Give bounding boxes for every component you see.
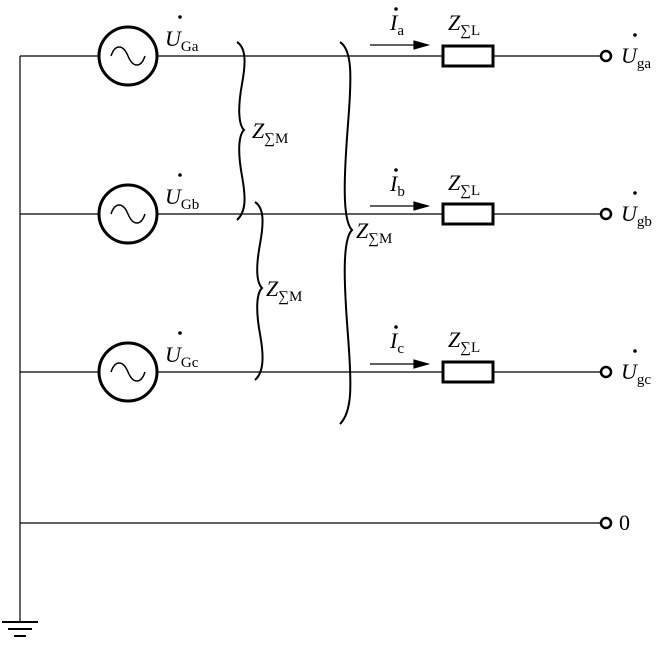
- brace-bc: [254, 201, 264, 381]
- current-b-label: Ib: [389, 171, 405, 200]
- source-a: [97, 25, 159, 87]
- mutual-impedance-bc-label: Z∑M: [266, 276, 302, 305]
- dot-mark: [633, 191, 637, 195]
- sine-wave-icon: [110, 46, 146, 66]
- ground-icon: [2, 621, 38, 637]
- impedance-a-box: [441, 44, 495, 68]
- dot-mark: [394, 7, 398, 11]
- dot-mark: [394, 168, 398, 172]
- current-b-arrowhead: [413, 201, 431, 211]
- sine-wave-icon: [110, 204, 146, 224]
- brace-ab: [236, 41, 246, 221]
- dot-mark: [633, 349, 637, 353]
- terminal-c-icon: [599, 365, 613, 379]
- impedance-c-box: [441, 360, 495, 384]
- dot-mark: [178, 173, 182, 177]
- line-impedance-b-label: Z∑L: [448, 170, 480, 199]
- terminal-0-label: 0: [619, 510, 630, 535]
- current-a-label: Ia: [389, 10, 404, 39]
- terminal-c-label: Ugc: [621, 359, 651, 388]
- dot-mark: [178, 331, 182, 335]
- terminal-0-icon: [599, 516, 613, 530]
- mutual-impedance-ac-label: Z∑M: [356, 218, 392, 247]
- source-c-label: UGc: [165, 342, 199, 371]
- dot-mark: [633, 33, 637, 37]
- source-a-label: UGa: [165, 26, 199, 55]
- line-impedance-c-label: Z∑L: [448, 327, 480, 356]
- mutual-impedance-ab-label: Z∑M: [252, 118, 288, 147]
- terminal-b-icon: [599, 207, 613, 221]
- dot-mark: [394, 325, 398, 329]
- current-c-arrowhead: [413, 359, 431, 369]
- line-impedance-a-label: Z∑L: [448, 10, 480, 39]
- brace-ac: [339, 41, 354, 425]
- source-c: [97, 341, 159, 403]
- terminal-b-label: Ugb: [621, 201, 652, 230]
- source-b: [97, 183, 159, 245]
- current-c-label: Ic: [389, 328, 404, 357]
- current-a-arrowhead: [413, 40, 431, 50]
- dot-mark: [178, 15, 182, 19]
- impedance-b-box: [441, 202, 495, 226]
- terminal-a-label: Uga: [621, 43, 651, 72]
- terminal-a-icon: [599, 49, 613, 63]
- sine-wave-icon: [110, 362, 146, 382]
- source-b-label: UGb: [165, 184, 199, 213]
